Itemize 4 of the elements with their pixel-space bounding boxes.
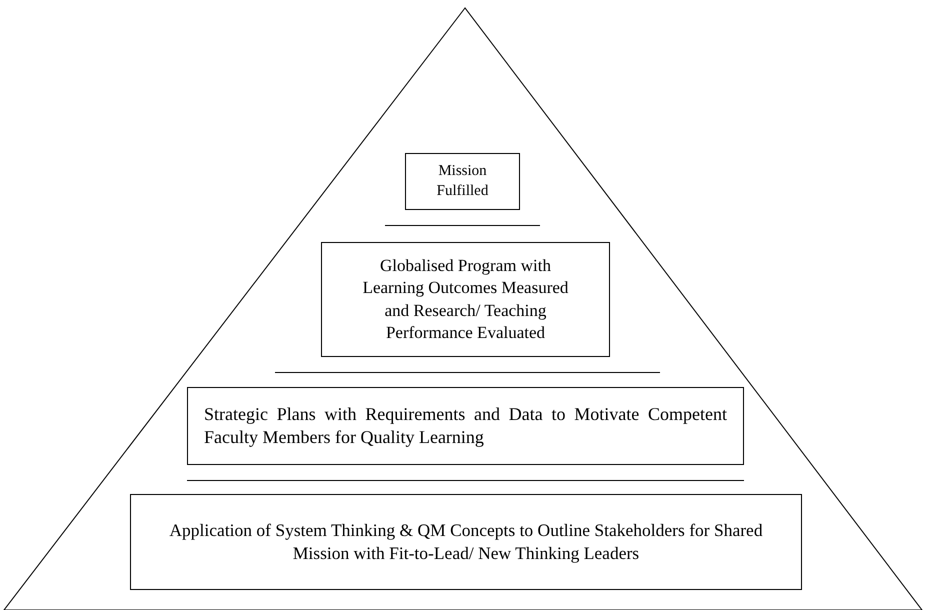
text-box: Globalised Program with Learning Outcomes Measured and Research/ Teaching Performance Evaluated [321,242,610,357]
text-box: Application of System Thinking & QM Concepts to Outline Stakeholders for Shared Mission with Fit-to-Lead/ New Thinking Leaders [130,494,802,590]
text-box: Mission Fulfilled [405,153,520,210]
text-box: Strategic Plans with Requirements and Data to Motivate Competent Faculty Members for Quality Learning [187,387,744,465]
